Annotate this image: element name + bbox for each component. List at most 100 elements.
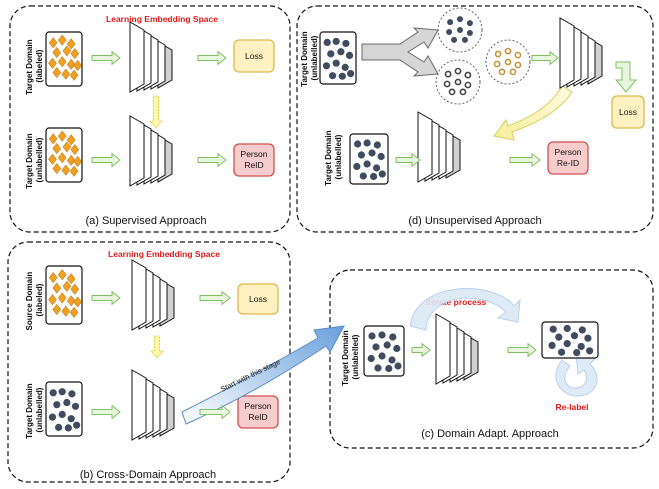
diamond-mark — [69, 306, 79, 319]
panel-c-network — [435, 313, 479, 385]
dot-mark — [378, 170, 386, 178]
panel-a-arrow-out-top — [197, 50, 227, 66]
panel-b-bottom-input-label: Target Domain (unlabelled) — [25, 381, 44, 439]
dot-mark — [71, 402, 80, 410]
dot-mark — [48, 413, 57, 421]
cluster-dot — [493, 60, 501, 68]
panel-b-bottom-image — [45, 381, 83, 437]
panel-b-top-image — [45, 265, 83, 325]
dot-mark — [67, 415, 75, 423]
panel-a-arrow-in-bottom — [91, 152, 121, 168]
conv-layer — [129, 21, 145, 93]
svg-text:Loss: Loss — [245, 51, 263, 61]
panel-a-top-input-label: Target Domain (labeled) — [25, 37, 44, 95]
diamond-mark — [57, 152, 67, 164]
dot-mark — [329, 72, 337, 80]
diamond-mark — [66, 38, 76, 50]
panel-b-arrow-out-top — [199, 290, 231, 306]
panel-b-bottom-network — [131, 369, 175, 441]
dot-mark — [372, 343, 380, 351]
panel-a-frame — [9, 5, 291, 233]
diamond-mark — [69, 69, 79, 81]
cluster-dot — [451, 36, 458, 43]
svg-text:Loss: Loss — [619, 107, 637, 117]
dot-mark — [368, 332, 376, 340]
dot-mark — [64, 424, 72, 432]
dot-mark — [58, 410, 66, 418]
diamond-mark — [66, 273, 76, 285]
svg-text:Person: Person — [555, 147, 582, 157]
diamond-mark — [61, 68, 71, 80]
panel-a-top-image — [45, 31, 83, 87]
dot-mark — [363, 139, 371, 147]
panel-c-input-label: Target Domain (unlabelled) — [341, 328, 360, 386]
cluster-dot — [509, 68, 517, 76]
dot-mark — [378, 331, 386, 339]
panel-d-arrow-mid — [531, 50, 559, 66]
panel-d-caption: (d) Unsupervised Approach — [408, 215, 541, 227]
diamond-mark — [62, 141, 72, 153]
panel-b-space-label: Learning Embedding Space — [108, 249, 220, 259]
dot-mark — [385, 364, 393, 373]
panel-b-share-arrow — [150, 335, 164, 359]
relabel-arrow — [555, 353, 598, 397]
panel-b-arrow-in-top — [91, 290, 121, 306]
dot-mark — [53, 401, 61, 409]
dot-mark — [368, 149, 376, 157]
diamond-mark — [48, 57, 57, 69]
diamond-mark — [61, 305, 71, 317]
dot-mark — [342, 39, 350, 48]
dot-mark — [367, 354, 375, 363]
dot-mark — [58, 388, 66, 396]
dot-mark — [369, 172, 378, 181]
diamond-mark — [73, 59, 82, 72]
cluster-dot — [454, 67, 462, 75]
diamond-mark — [70, 283, 80, 295]
diamond-mark — [52, 162, 62, 175]
panel-b-arrow-out-bottom — [199, 404, 231, 420]
diamond-mark — [66, 295, 76, 307]
panel-d-loss-box: Loss — [611, 95, 645, 129]
cluster-dot — [498, 68, 506, 76]
cluster-gray — [435, 59, 481, 105]
svg-text:ReID: ReID — [248, 412, 267, 422]
feedback-arrow — [493, 85, 573, 141]
cluster-dot — [448, 88, 456, 96]
conv-layer — [131, 259, 147, 331]
panel-c-caption: (c) Domain Adapt. Approach — [421, 428, 559, 440]
dot-mark — [584, 334, 592, 342]
dot-mark — [68, 390, 76, 398]
cluster-dot — [454, 78, 462, 86]
dot-mark — [374, 364, 382, 372]
cluster-dot — [457, 16, 463, 23]
dot-mark — [332, 59, 340, 67]
cluster-dot — [466, 20, 473, 27]
cluster-dot — [443, 80, 451, 88]
panel-d-loss-arrow — [614, 61, 638, 93]
dot-mark — [373, 164, 381, 172]
diamond-mark — [66, 154, 76, 167]
diamond-mark — [57, 34, 67, 46]
cluster-dot — [457, 27, 463, 33]
panel-a-bottom-network — [129, 115, 173, 187]
diamond-mark — [61, 164, 71, 176]
diamond-mark — [66, 58, 76, 71]
panel-d-frame — [296, 5, 654, 233]
dot-mark — [341, 63, 349, 71]
dot-mark — [548, 341, 556, 349]
diamond-mark — [48, 37, 58, 49]
cluster-dot — [464, 71, 472, 79]
panel-d-bottom-image — [349, 133, 389, 185]
dot-mark — [563, 324, 571, 333]
diamond-mark — [66, 134, 76, 146]
dot-mark — [353, 162, 361, 171]
panel-c-iterate-label: Iterate process — [426, 297, 487, 307]
dot-mark — [55, 423, 63, 431]
conv-layer — [559, 17, 575, 89]
diamond-mark — [73, 296, 82, 308]
panel-b-frame — [7, 241, 291, 483]
panel-b-arrow-in-bottom — [91, 404, 121, 420]
panel-a-bottom-image — [45, 127, 83, 183]
